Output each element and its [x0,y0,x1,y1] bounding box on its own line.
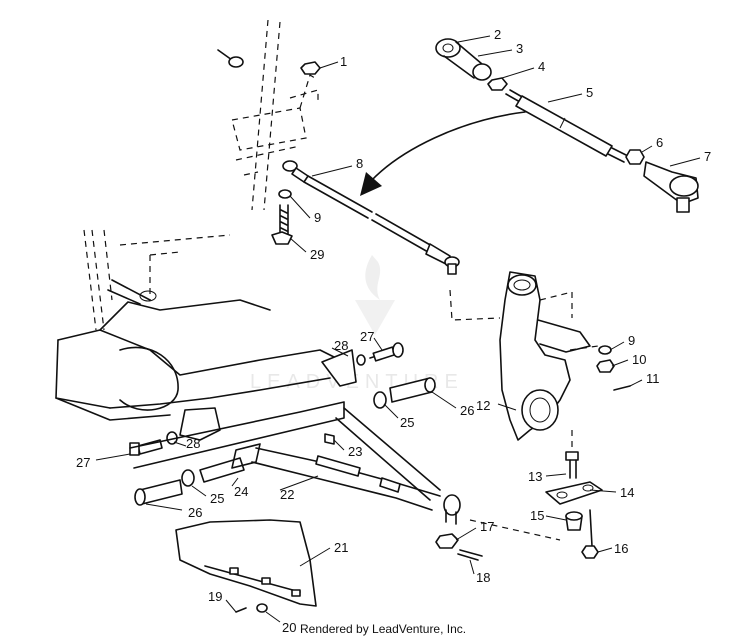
callout-23: 23 [348,444,362,459]
callout-5: 5 [586,85,593,100]
tie-rod-sleeve [505,89,645,165]
steering-column [217,19,319,211]
castle-nut-cotter [435,533,483,561]
callout-3: 3 [516,41,523,56]
callout-27-upper: 27 [360,329,374,344]
callout-28-upper: 28 [334,338,348,353]
callout-27-lower: 27 [76,455,90,470]
callout-labels: 1 2 3 4 5 6 7 8 9 29 9 10 11 12 13 14 15… [76,27,711,635]
right-small-hardware [569,345,631,391]
callout-18: 18 [476,570,490,585]
spindle-knuckle [449,271,591,441]
callout-21: 21 [334,540,348,555]
callout-16: 16 [614,541,628,556]
frame [55,229,341,441]
render-credit: Rendered by LeadVenture, Inc. [300,622,467,636]
callout-26-lower: 26 [188,505,202,520]
tie-rod-end-right [643,161,699,213]
callout-28-lower: 28 [186,436,200,451]
callout-10: 10 [632,352,646,367]
callout-9-upper: 9 [314,210,321,225]
callout-13: 13 [528,469,542,484]
ball-joint-assembly [469,430,603,559]
callout-26-upper: 26 [460,403,474,418]
callout-19: 19 [208,589,222,604]
callout-20: 20 [282,620,296,635]
nut-part-1 [300,61,321,75]
callout-6: 6 [656,135,663,150]
callout-11: 11 [646,371,660,386]
callout-4: 4 [538,59,545,74]
a-arm [129,401,461,525]
callout-7: 7 [704,149,711,164]
callout-25-upper: 25 [400,415,414,430]
callout-8: 8 [356,156,363,171]
callout-14: 14 [620,485,634,500]
assembly-arrow [360,111,526,196]
callout-1: 1 [340,54,347,69]
tie-rod-end-left [435,38,508,91]
callout-12: 12 [476,398,490,413]
watermark: LEADVENTURE [250,255,458,393]
callout-2: 2 [494,27,501,42]
leader-lines [95,35,701,623]
callout-25-lower: 25 [210,491,224,506]
skid-plate [175,519,317,613]
callout-15: 15 [530,508,544,523]
mount-hardware-lower [129,431,245,506]
callout-22: 22 [280,487,294,502]
mount-hardware-upper [321,342,436,409]
callout-29: 29 [310,247,324,262]
callout-24: 24 [234,484,248,499]
tie-rod-assembly [271,160,460,275]
callout-9-right: 9 [628,333,635,348]
callout-17: 17 [480,519,494,534]
